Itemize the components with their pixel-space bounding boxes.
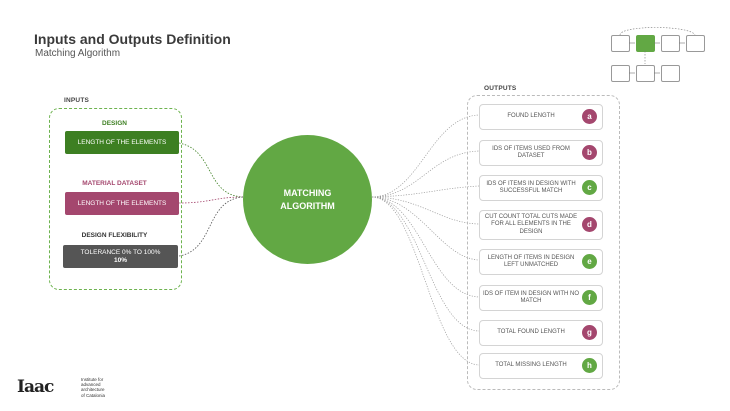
page-title: Inputs and Outputs Definition — [34, 31, 231, 47]
output-text: LENGTH OF ITEMS IN DESIGN LEFT UNMATCHED — [487, 254, 575, 268]
connector-material — [178, 196, 244, 204]
output-badge: h — [582, 358, 597, 373]
progress-step — [661, 35, 680, 52]
output-badge: d — [582, 217, 597, 232]
output-badge: f — [582, 290, 597, 305]
output-text: IDS OF ITEMS IN DESIGN WITH SUCCESSFUL M… — [486, 180, 576, 194]
algorithm-line2: ALGORITHM — [280, 200, 335, 211]
algorithm-line1: MATCHING — [283, 188, 332, 199]
progress-step-active — [636, 35, 655, 52]
tagline-line: architecture — [81, 387, 105, 393]
output-item-a: FOUND LENGTH a — [479, 104, 603, 130]
progress-arrows — [619, 27, 696, 74]
connector-design — [178, 142, 244, 198]
output-badge: c — [582, 180, 597, 195]
page-subtitle: Matching Algorithm — [35, 48, 121, 59]
design-length-pill: LENGTH OF THE ELEMENTS — [65, 131, 179, 154]
inputs-label: INPUTS — [64, 97, 90, 104]
tagline-line: of Catalonia — [81, 392, 106, 398]
output-text: TOTAL MISSING LENGTH — [495, 362, 567, 369]
output-item-f: IDS OF ITEM IN DESIGN WITH NO MATCH f — [479, 285, 603, 311]
output-text: IDS OF ITEM IN DESIGN WITH NO MATCH — [483, 290, 579, 304]
output-text: TOTAL FOUND LENGTH — [497, 329, 565, 336]
progress-step — [636, 65, 655, 82]
output-item-g: TOTAL FOUND LENGTH g — [479, 320, 603, 346]
tolerance-value: 10% — [113, 256, 127, 264]
progress-step — [611, 65, 630, 82]
matching-algorithm-node: MATCHING ALGORITHM — [243, 135, 372, 264]
outputs-panel — [467, 95, 620, 390]
tolerance-pill: TOLERANCE 0% TO 100% 10% — [63, 245, 178, 268]
output-item-c: IDS OF ITEMS IN DESIGN WITH SUCCESSFUL M… — [479, 175, 603, 201]
output-text: IDS OF ITEMS USED FROM DATASET — [492, 145, 570, 159]
design-heading: DESIGN — [102, 120, 127, 127]
outputs-label: OUTPUTS — [484, 85, 517, 92]
connector-flexibility — [178, 196, 244, 257]
design-flexibility-heading: DESIGN FLEXIBILITY — [81, 232, 148, 239]
iaac-logo-tagline: Institute for advanced architecture of C… — [81, 377, 121, 398]
output-badge: a — [582, 109, 597, 124]
iaac-logo: Iaac — [17, 377, 54, 397]
tagline-line: advanced — [81, 382, 101, 388]
output-item-h: TOTAL MISSING LENGTH h — [479, 353, 603, 379]
output-badge: b — [582, 145, 597, 160]
output-badge: e — [582, 254, 597, 269]
output-item-e: LENGTH OF ITEMS IN DESIGN LEFT UNMATCHED… — [479, 249, 603, 275]
progress-step — [611, 35, 630, 52]
inputs-panel — [49, 108, 182, 290]
output-text: CUT COUNT TOTAL CUTS MADE FOR ALL ELEMEN… — [484, 214, 578, 235]
material-length-pill: LENGTH OF THE ELEMENTS — [65, 192, 179, 215]
material-dataset-heading: MATERIAL DATASET — [82, 180, 147, 187]
progress-step — [661, 65, 680, 82]
progress-step — [686, 35, 705, 52]
output-item-d: CUT COUNT TOTAL CUTS MADE FOR ALL ELEMEN… — [479, 210, 603, 240]
tolerance-range: TOLERANCE 0% TO 100% — [80, 248, 161, 256]
tagline-line: Institute for — [81, 377, 104, 382]
output-item-b: IDS OF ITEMS USED FROM DATASET b — [479, 140, 603, 166]
output-connectors — [371, 114, 480, 366]
output-text: FOUND LENGTH — [507, 113, 555, 120]
output-badge: g — [582, 325, 597, 340]
